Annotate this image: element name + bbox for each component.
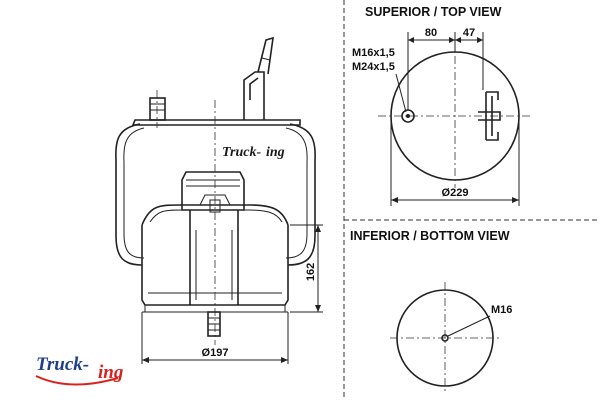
bellow-left-inner xyxy=(123,127,145,259)
thread-bottom-label: M16 xyxy=(491,304,512,316)
piston-core-walls xyxy=(189,210,239,305)
height-arrow-bottom xyxy=(315,305,321,312)
top-plate xyxy=(131,119,301,126)
dim-top-diameter-label: Ø229 xyxy=(442,187,469,199)
top-stud-hole-center xyxy=(406,114,410,118)
bottom-stud-hole xyxy=(441,334,449,342)
top-view: SUPERIOR / TOP VIEW 80 47 M16x1,5 M24x1,… xyxy=(352,5,530,206)
watermark-brand-suffix: ing xyxy=(266,145,285,160)
dim-top-47-label: 47 xyxy=(463,27,475,39)
bumper xyxy=(181,171,245,211)
bottom-view-title: INFERIOR / BOTTOM VIEW xyxy=(350,229,510,243)
piston-body xyxy=(141,225,289,306)
dim-80-arrow-left xyxy=(408,37,414,43)
air-inlet-tube-mark xyxy=(261,57,271,61)
bumper-bolt xyxy=(209,199,221,213)
top-stud xyxy=(149,97,166,121)
air-inlet-inner xyxy=(249,77,259,100)
piston-top-curve xyxy=(141,204,289,226)
side-view: 162 Ø197 Truck- ing xyxy=(115,36,323,364)
watermark-brand: Truck- xyxy=(222,145,261,160)
dim-47-arrow-left xyxy=(455,37,461,43)
thread-bottom-leader xyxy=(447,315,491,337)
dim-top-80-label: 80 xyxy=(425,27,437,39)
logo-brand-text: Truck- xyxy=(36,354,89,375)
top-inlet-port xyxy=(478,111,501,121)
view-separators xyxy=(343,0,600,400)
bellow-right-lobe xyxy=(287,123,316,266)
top-view-title: SUPERIOR / TOP VIEW xyxy=(365,5,502,19)
thread-top-leader xyxy=(395,73,407,113)
thread-top-2-label: M24x1,5 xyxy=(352,61,395,73)
dim-47-arrow-right xyxy=(477,37,483,43)
top-inlet-bracket xyxy=(485,91,499,141)
air-inlet-fitting xyxy=(243,71,265,120)
bellow-right-inner xyxy=(285,127,308,259)
diam-arrow-left xyxy=(142,357,149,363)
bellow-left-lobe xyxy=(115,123,143,266)
dim-229-arrow-left xyxy=(391,197,398,203)
air-inlet-tube xyxy=(257,36,274,75)
height-arrow-top xyxy=(315,225,321,232)
dim-piston-diameter-label: Ø197 xyxy=(202,347,229,359)
piston-core-inner xyxy=(195,230,233,300)
logo-swoosh xyxy=(35,375,119,386)
thread-top-1-label: M16x1,5 xyxy=(352,47,395,59)
dim-height-label: 162 xyxy=(305,263,317,281)
bottom-view: INFERIOR / BOTTOM VIEW M16 xyxy=(350,229,512,394)
bumper-inner-cap xyxy=(199,194,231,206)
brand-logo: Truck- ing xyxy=(35,354,123,386)
diam-arrow-right xyxy=(281,357,288,363)
dim-80-arrow-right xyxy=(449,37,455,43)
drawing-watermark-logo: Truck- ing xyxy=(222,145,285,160)
dim-229-arrow-right xyxy=(512,197,519,203)
